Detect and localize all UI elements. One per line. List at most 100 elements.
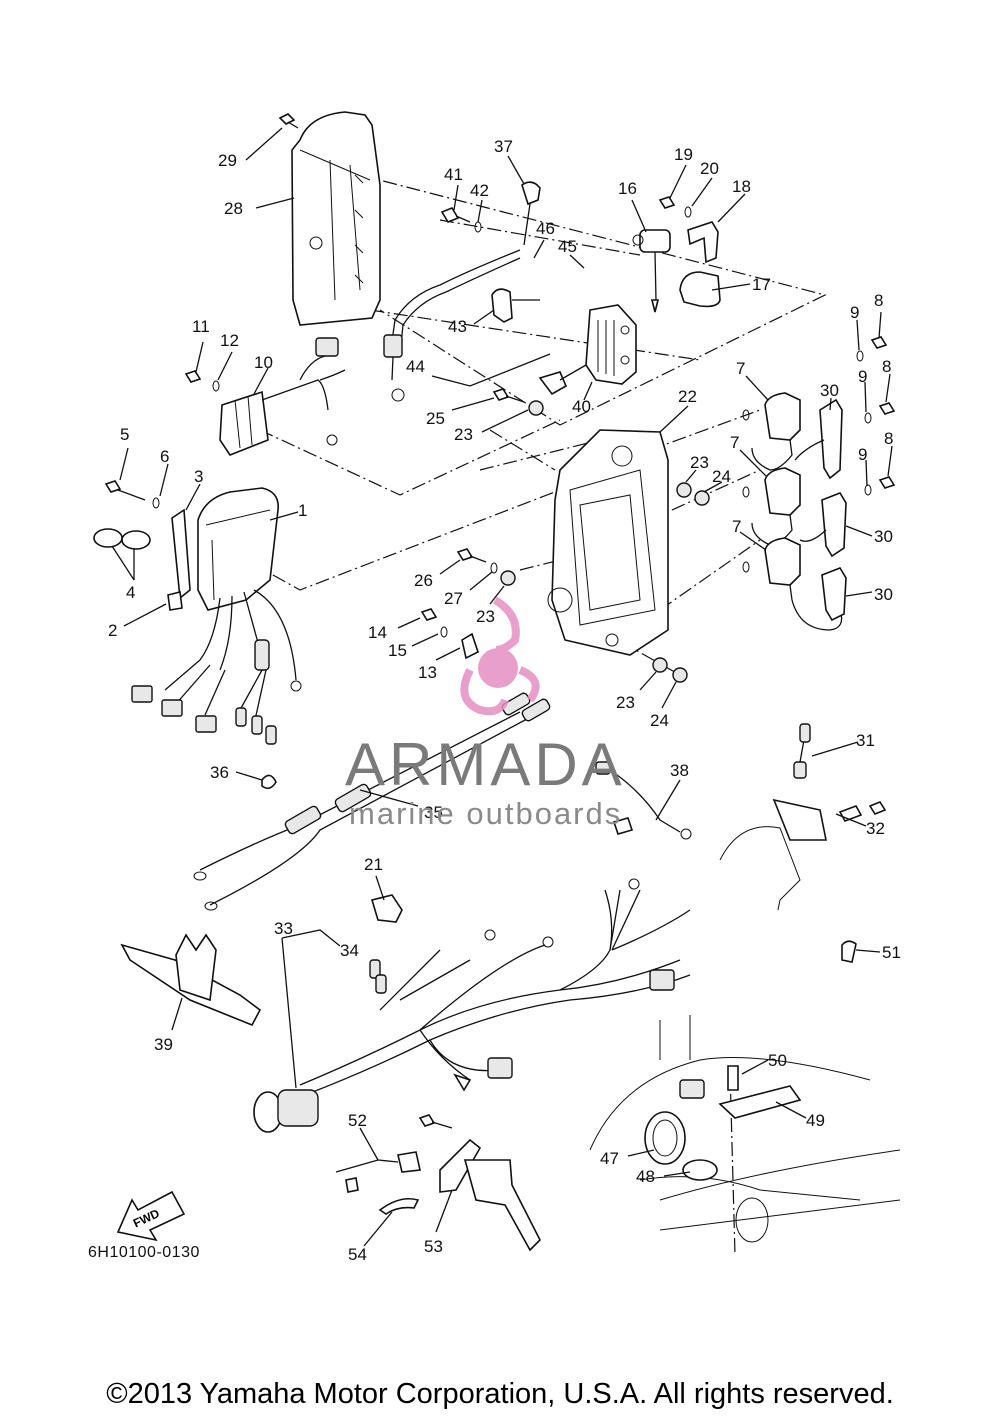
callout-42: 42 <box>470 181 489 200</box>
screws-8-9 <box>742 336 896 573</box>
plate-22 <box>547 429 669 656</box>
cap-37 <box>521 181 541 246</box>
callout-29: 29 <box>218 151 237 170</box>
callout-25: 25 <box>426 409 445 428</box>
callout-11: 11 <box>192 317 210 336</box>
bolt-5 <box>104 480 160 509</box>
screw-19 <box>658 196 692 218</box>
callout-5: 5 <box>120 425 129 444</box>
callout-24b: 24 <box>650 711 669 730</box>
holder-21 <box>370 894 403 923</box>
watermark-brand: ARMADA <box>345 731 626 798</box>
callout-6: 6 <box>160 447 169 466</box>
callout-37: 37 <box>494 137 513 156</box>
callout-8a: 8 <box>874 291 883 310</box>
callout-23a: 23 <box>454 425 473 444</box>
callout-46: 46 <box>536 219 555 238</box>
callout-17: 17 <box>752 275 771 294</box>
callout-10: 10 <box>254 353 273 372</box>
callout-38: 38 <box>670 761 689 780</box>
callout-20: 20 <box>700 159 719 178</box>
callout-23c: 23 <box>476 607 495 626</box>
band-4 <box>93 528 151 550</box>
callout-7c: 7 <box>732 517 741 536</box>
callout-30c: 30 <box>874 585 893 604</box>
clip-51 <box>841 940 857 963</box>
bracket-18 <box>687 221 719 264</box>
screw-11 <box>184 370 220 392</box>
callouts: 29 28 37 41 42 19 20 18 16 46 45 17 43 1… <box>108 137 901 1264</box>
callout-18: 18 <box>732 177 751 196</box>
sensor-31-32 <box>719 723 887 911</box>
callout-3: 3 <box>194 467 203 486</box>
callout-32: 32 <box>866 819 885 838</box>
module-10 <box>219 337 346 456</box>
cap-43 <box>491 288 540 323</box>
coil-7-c <box>764 537 843 631</box>
callout-9c: 9 <box>858 445 867 464</box>
callout-54: 54 <box>348 1245 367 1264</box>
leader-lines <box>111 127 893 1247</box>
callout-7b: 7 <box>730 433 739 452</box>
callout-47: 47 <box>600 1149 619 1168</box>
plug-cap-30-b <box>799 492 847 558</box>
callout-7a: 7 <box>736 359 745 378</box>
watermark-subtitle: marine outboards <box>349 796 623 831</box>
bracket-3 <box>171 508 191 600</box>
callout-51: 51 <box>882 943 901 962</box>
wire-38 <box>595 761 692 840</box>
callout-49: 49 <box>806 1111 825 1130</box>
switch-16 <box>632 229 671 313</box>
callout-14: 14 <box>368 623 387 642</box>
coil-7-a <box>751 392 801 471</box>
callout-33: 33 <box>274 919 293 938</box>
callout-41: 41 <box>444 165 463 184</box>
screw-29 <box>278 113 299 129</box>
bracket-39 <box>120 933 262 1027</box>
callout-23b: 23 <box>690 453 709 472</box>
callout-22: 22 <box>678 387 697 406</box>
clip-36 <box>261 774 277 790</box>
rectifier-40 <box>538 304 637 396</box>
part-cover-28 <box>291 111 381 326</box>
callout-15: 15 <box>388 641 407 660</box>
harness-33 <box>253 878 691 1133</box>
callout-8c: 8 <box>884 429 893 448</box>
callout-24a: 24 <box>712 467 731 486</box>
callout-52: 52 <box>348 1111 367 1130</box>
callout-28: 28 <box>224 199 243 218</box>
callout-31: 31 <box>856 731 875 750</box>
bolt-41 <box>440 207 482 233</box>
callout-35: 35 <box>424 803 443 822</box>
callout-45: 45 <box>558 237 577 256</box>
fwd-arrow: FWD <box>116 1190 186 1242</box>
screw-14 <box>420 608 479 660</box>
diagram-code: 6H10100-0130 <box>88 1244 200 1261</box>
holder-17 <box>679 271 721 308</box>
callout-9a: 9 <box>850 303 859 322</box>
harness-35 <box>193 692 551 911</box>
cdi-unit-1 <box>131 487 302 745</box>
callout-1: 1 <box>298 501 307 520</box>
plug-cap-30-c <box>821 567 847 622</box>
callout-44: 44 <box>406 357 425 376</box>
callout-48: 48 <box>636 1167 655 1186</box>
callout-4: 4 <box>126 583 135 602</box>
copyright-notice: ©2013 Yamaha Motor Corporation, U.S.A. A… <box>106 1378 894 1410</box>
watermark-logo <box>460 596 540 716</box>
callout-30b: 30 <box>874 527 893 546</box>
grommets-right <box>652 482 710 683</box>
callout-36: 36 <box>210 763 229 782</box>
part-2 <box>167 591 183 611</box>
callout-21: 21 <box>364 855 383 874</box>
callout-9b: 9 <box>858 367 867 386</box>
callout-23d: 23 <box>616 693 635 712</box>
callout-50: 50 <box>768 1051 787 1070</box>
callout-12: 12 <box>220 331 239 350</box>
cowling-lower <box>589 1015 901 1243</box>
callout-43: 43 <box>448 317 467 336</box>
callout-16: 16 <box>618 179 637 198</box>
coil-7-b <box>751 467 801 546</box>
callout-13: 13 <box>418 663 437 682</box>
